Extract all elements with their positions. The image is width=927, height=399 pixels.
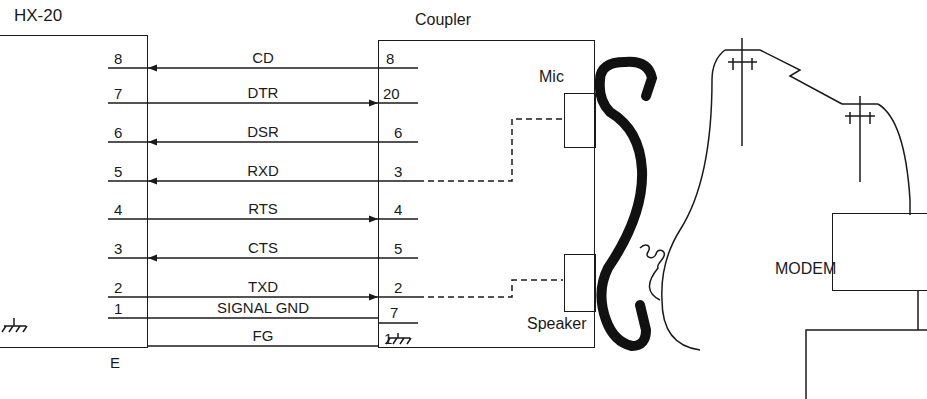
signal-line: [148, 345, 378, 347]
pin-number: 5: [114, 163, 122, 180]
pin-number: 7: [390, 304, 398, 321]
speaker-box: Speaker: [564, 254, 596, 312]
signal-name: TXD: [245, 278, 281, 295]
pin-number: 3: [114, 240, 122, 257]
pin-number: 2: [114, 279, 122, 296]
signal-name: SIGNAL GND: [214, 299, 312, 316]
pin-number: 1: [384, 330, 392, 347]
coupler-box: CouplerMicSpeaker: [378, 40, 595, 348]
signal-name: CD: [249, 49, 277, 66]
signal-line: [148, 218, 378, 220]
signal-line: [148, 257, 378, 259]
box-title: Speaker: [527, 315, 587, 333]
pin-number: 2: [394, 279, 402, 296]
signal-line: [148, 67, 378, 69]
modem-box: MODEM: [832, 213, 927, 291]
pin-number: 4: [114, 201, 122, 218]
signal-line: [148, 317, 378, 319]
signal-name: DTR: [245, 84, 282, 101]
pin-number: 1: [114, 300, 122, 317]
signal-name: RTS: [245, 200, 281, 217]
device-box: HX-20: [0, 35, 148, 348]
box-title: MODEM: [775, 260, 836, 278]
signal-name: RXD: [244, 162, 282, 179]
pin-number: 3: [394, 163, 402, 180]
connector-letter: E: [110, 354, 120, 371]
signal-line: [148, 180, 378, 182]
pin-number: 20: [383, 85, 400, 102]
pin-number: 8: [386, 50, 394, 67]
mic-box: Mic: [564, 93, 596, 148]
signal-line: [148, 296, 378, 298]
box-title: Coupler: [415, 11, 471, 29]
box-title: HX-20: [14, 7, 62, 25]
pin-number: 6: [114, 124, 122, 141]
signal-line: [148, 102, 378, 104]
signal-line: [148, 141, 378, 143]
pin-number: 4: [394, 201, 402, 218]
pin-number: 7: [114, 85, 122, 102]
pin-number: 5: [394, 240, 402, 257]
signal-name: DSR: [244, 123, 282, 140]
signal-name: FG: [250, 327, 277, 344]
box-title: Mic: [539, 68, 564, 86]
signal-name: CTS: [245, 239, 281, 256]
pin-number: 8: [114, 50, 122, 67]
pin-number: 6: [394, 124, 402, 141]
